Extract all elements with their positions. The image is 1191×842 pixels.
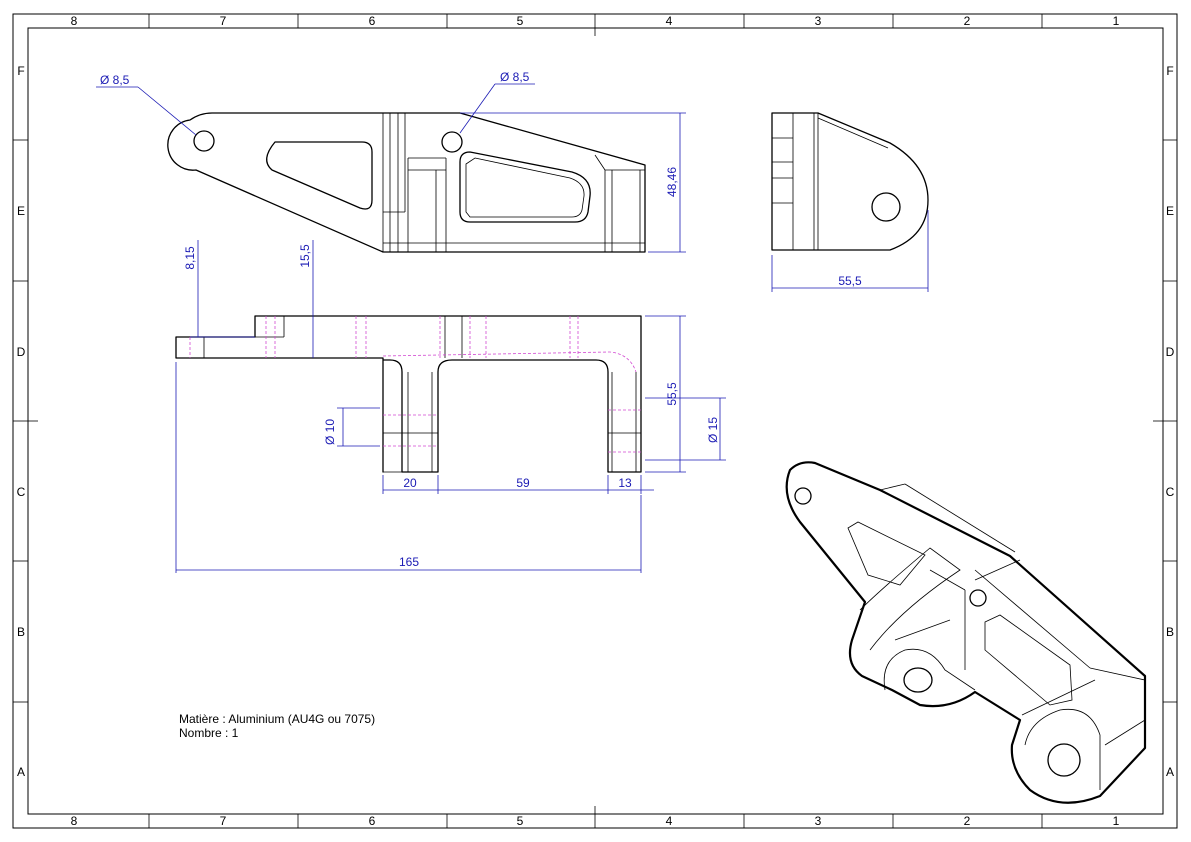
column-label: 6 [369,814,376,828]
column-label: 5 [517,14,524,28]
row-label: B [1166,625,1174,639]
drawing-notes: Matière : Aluminium (AU4G ou 7075) Nombr… [179,712,375,740]
dimension-overall-length: 165 [399,555,419,569]
row-label: A [17,765,25,779]
dimension-hole-right: Ø 8,5 [500,70,530,84]
row-label: F [1166,64,1173,78]
row-label: D [1166,345,1175,359]
dimension-step-small: 8,15 [183,246,197,270]
iso-hole-right [969,589,987,607]
row-label: A [1166,765,1174,779]
row-label: F [17,64,24,78]
column-label: 8 [71,14,78,28]
iso-boss-left [903,667,933,693]
front-view-dimensions: Ø 8,5 Ø 8,5 48,46 [96,70,686,253]
row-label: C [1166,485,1175,499]
dimension-height-front: 48,46 [665,167,679,197]
isometric-view [785,461,1147,804]
column-labels-top: 8 7 6 5 4 3 2 1 [71,14,1120,28]
column-label: 5 [517,814,524,828]
dimension-depth-top: 55,5 [665,382,679,406]
column-label: 1 [1113,14,1120,28]
row-label: E [1166,204,1174,218]
row-label: D [17,345,26,359]
column-label: 4 [666,814,673,828]
dimension-seg-3: 13 [618,476,632,490]
row-label: C [17,485,26,499]
row-label: E [17,204,25,218]
column-label: 7 [220,814,227,828]
column-label: 1 [1113,814,1120,828]
front-view [167,112,646,253]
column-label: 7 [220,14,227,28]
mounting-hole-left [193,130,215,152]
dimension-hole-left: Ø 8,5 [100,73,130,87]
mounting-hole-right [441,131,463,153]
row-labels-right: F E D C B A [1166,64,1175,779]
column-label: 3 [815,814,822,828]
side-bore [871,192,901,222]
column-label: 8 [71,814,78,828]
side-view [771,112,929,251]
iso-hole-left [794,487,812,505]
dimension-step-large: 15,5 [298,244,312,268]
dimension-seg-1: 20 [403,476,417,490]
column-label: 3 [815,14,822,28]
column-label: 2 [964,14,971,28]
row-label: B [17,625,25,639]
material-note: Matière : Aluminium (AU4G ou 7075) [179,712,376,726]
top-view [175,315,642,473]
column-label: 4 [666,14,673,28]
top-view-dimensions: 8,15 15,5 55,5 Ø 10 Ø 15 20 59 13 165 [175,240,726,573]
iso-boss-right [1047,743,1081,777]
dimension-seg-2: 59 [516,476,530,490]
side-view-dimensions: 55,5 [771,210,929,292]
dimension-bore-left: Ø 10 [323,419,337,445]
quantity-note: Nombre : 1 [179,726,239,740]
dimension-bore-right: Ø 15 [706,417,720,443]
column-label: 6 [369,14,376,28]
column-labels-bottom: 8 7 6 5 4 3 2 1 [71,814,1120,828]
column-label: 2 [964,814,971,828]
row-labels-left: F E D C B A [17,64,26,779]
dimension-width-side: 55,5 [838,274,862,288]
sheet-border [12,13,1178,829]
